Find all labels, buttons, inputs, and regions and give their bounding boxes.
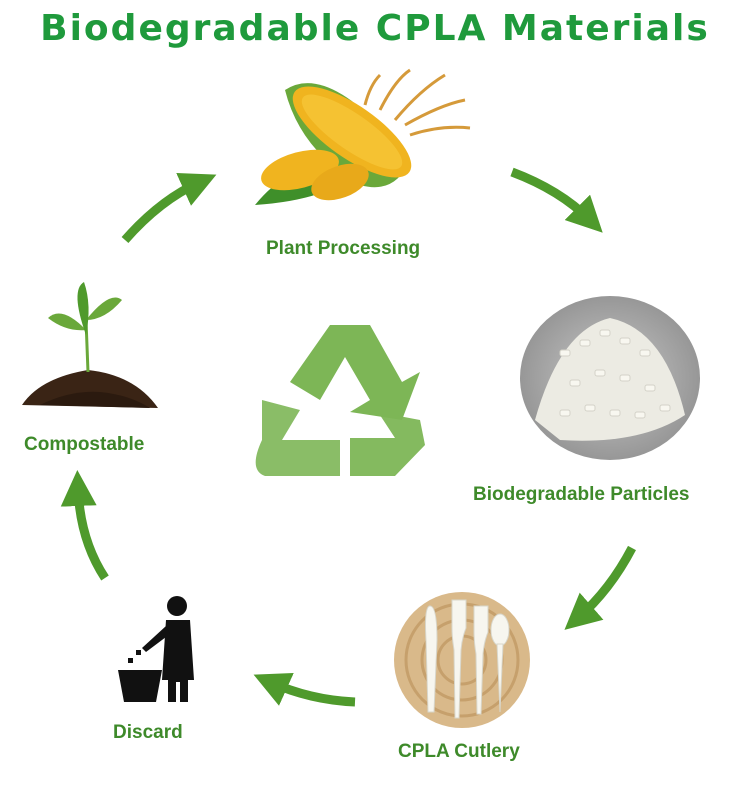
arrow-cutlery-to-discard bbox=[253, 672, 356, 707]
arrow-compostable-to-processing bbox=[121, 172, 217, 243]
step-label-compostable: Compostable bbox=[24, 434, 145, 455]
step-label-plant-processing: Plant Processing bbox=[266, 238, 421, 259]
step-label-discard: Discard bbox=[113, 722, 183, 743]
arrow-processing-to-particles bbox=[510, 167, 603, 233]
arrow-particles-to-cutlery bbox=[564, 545, 636, 630]
arrow-discard-to-compostable bbox=[60, 470, 109, 581]
step-label-biodegradable-particles: Biodegradable Particles bbox=[473, 484, 690, 505]
page-title: Biodegradable CPLA Materials bbox=[40, 8, 710, 49]
step-label-cpla-cutlery: CPLA Cutlery bbox=[398, 741, 520, 762]
